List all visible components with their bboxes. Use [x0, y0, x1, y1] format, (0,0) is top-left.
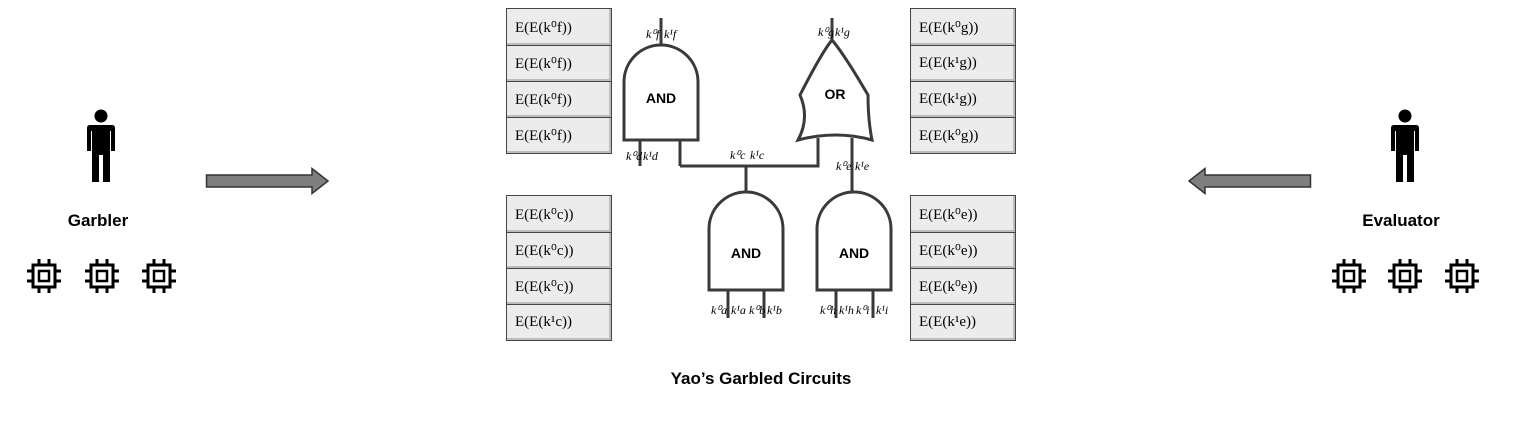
key-g1: k¹g	[835, 25, 850, 39]
right-arrow-icon	[205, 167, 330, 195]
and-gate-bottom-right-shape	[815, 190, 893, 292]
circuit-diagram: AND OR AND AND k⁰f k¹f k⁰g k¹g k⁰d k¹d k…	[622, 18, 893, 318]
key-f1: k¹f	[664, 27, 678, 41]
key-g0: k⁰g	[818, 25, 834, 39]
garbled-table-top-left: E(E(k⁰f)) E(E(k⁰f)) E(E(k⁰f)) E(E(k⁰f))	[506, 8, 612, 154]
garbler-person-icon	[87, 109, 115, 182]
or-gate-shape	[795, 37, 874, 143]
garbler-label: Garbler	[67, 211, 129, 230]
diagram-caption: Yao’s Garbled Circuits	[670, 369, 852, 388]
table-cell: E(E(k¹e))	[911, 304, 1015, 340]
evaluator-person-icon	[1391, 109, 1419, 182]
table-cell: E(E(k⁰c))	[507, 268, 611, 304]
key-h1: k¹h	[839, 303, 854, 317]
table-cell: E(E(k⁰f))	[507, 9, 611, 45]
evaluator-label: Evaluator	[1362, 211, 1440, 230]
key-b1: k¹b	[767, 303, 782, 317]
garbled-table-top-right: E(E(k⁰g)) E(E(k¹g)) E(E(k¹g)) E(E(k⁰g))	[910, 8, 1016, 154]
key-d0: k⁰d	[626, 149, 643, 163]
gate-label-and-top: AND	[646, 90, 676, 106]
cpu-icon	[1388, 259, 1422, 293]
table-cell: E(E(k⁰g))	[911, 9, 1015, 45]
left-arrow-icon	[1187, 167, 1312, 195]
key-e1: k¹e	[855, 159, 870, 173]
key-c1: k¹c	[750, 148, 765, 162]
table-cell: E(E(k¹c))	[507, 304, 611, 340]
table-cell: E(E(k⁰g))	[911, 117, 1015, 153]
table-cell: E(E(k⁰c))	[507, 232, 611, 268]
table-cell: E(E(k⁰f))	[507, 117, 611, 153]
table-cell: E(E(k⁰e))	[911, 232, 1015, 268]
key-d1: k¹d	[643, 149, 659, 163]
key-i1: k¹i	[876, 303, 888, 317]
key-a1: k¹a	[731, 303, 746, 317]
table-cell: E(E(k⁰c))	[507, 196, 611, 232]
cpu-icon	[27, 259, 61, 293]
table-cell: E(E(k¹g))	[911, 81, 1015, 117]
key-b0: k⁰b	[749, 303, 765, 317]
key-i0: k⁰i	[856, 303, 869, 317]
key-a0: k⁰a	[711, 303, 727, 317]
key-c0: k⁰c	[730, 148, 746, 162]
table-cell: E(E(k⁰e))	[911, 268, 1015, 304]
gate-label-and-bottom-left: AND	[731, 245, 761, 261]
key-f0: k⁰f	[646, 27, 661, 41]
wire-c	[680, 138, 820, 168]
gate-label-or: OR	[825, 86, 846, 102]
and-gate-bottom-left-shape	[707, 190, 785, 292]
gate-label-and-bottom-right: AND	[839, 245, 869, 261]
cpu-icon	[1332, 259, 1366, 293]
cpu-icon	[142, 259, 176, 293]
garbled-table-bottom-right: E(E(k⁰e)) E(E(k⁰e)) E(E(k⁰e)) E(E(k¹e))	[910, 195, 1016, 341]
table-cell: E(E(k⁰e))	[911, 196, 1015, 232]
table-cell: E(E(k⁰f))	[507, 81, 611, 117]
key-h0: k⁰h	[820, 303, 836, 317]
table-cell: E(E(k⁰f))	[507, 45, 611, 81]
key-e0: k⁰e	[836, 159, 852, 173]
table-cell: E(E(k¹g))	[911, 45, 1015, 81]
garbled-table-bottom-left: E(E(k⁰c)) E(E(k⁰c)) E(E(k⁰c)) E(E(k¹c))	[506, 195, 612, 341]
cpu-icon	[85, 259, 119, 293]
cpu-icon	[1445, 259, 1479, 293]
and-gate-top-shape	[622, 43, 700, 142]
